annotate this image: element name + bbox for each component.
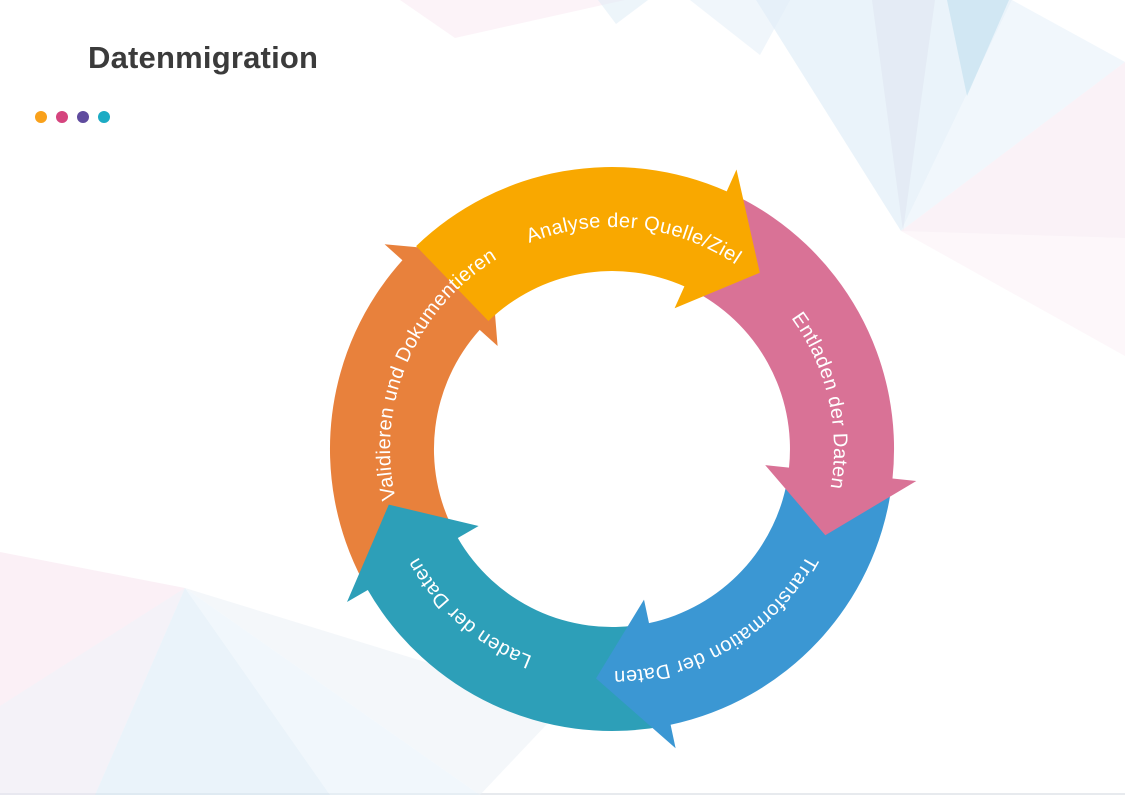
cycle-arrow-transformation: [596, 473, 892, 749]
cycle-arrow-validieren: [329, 244, 498, 582]
decor-triangle: [947, 0, 1009, 96]
decor-triangle: [185, 588, 565, 795]
decor-triangle: [598, 0, 648, 24]
decor-triangle: [901, 0, 1125, 231]
cycle-arrow-entladen: [690, 195, 917, 536]
decor-triangle: [0, 588, 185, 795]
dot-teal: [98, 111, 110, 123]
decor-triangle: [95, 588, 330, 795]
cycle-arrow-analyse: [416, 166, 760, 321]
decor-triangle: [756, 0, 1012, 231]
dot-purple: [77, 111, 89, 123]
dot-orange: [35, 111, 47, 123]
cycle-arrow-laden: [347, 504, 661, 731]
decor-triangle: [690, 0, 790, 55]
decor-triangle: [0, 552, 185, 706]
dot-pink: [56, 111, 68, 123]
accent-dots: [35, 111, 110, 123]
decor-triangle: [901, 231, 1125, 356]
decor-triangle: [400, 0, 625, 38]
decor-triangle: [901, 62, 1125, 238]
slide-title: Datenmigration: [88, 40, 319, 75]
decor-triangle: [872, 0, 935, 231]
